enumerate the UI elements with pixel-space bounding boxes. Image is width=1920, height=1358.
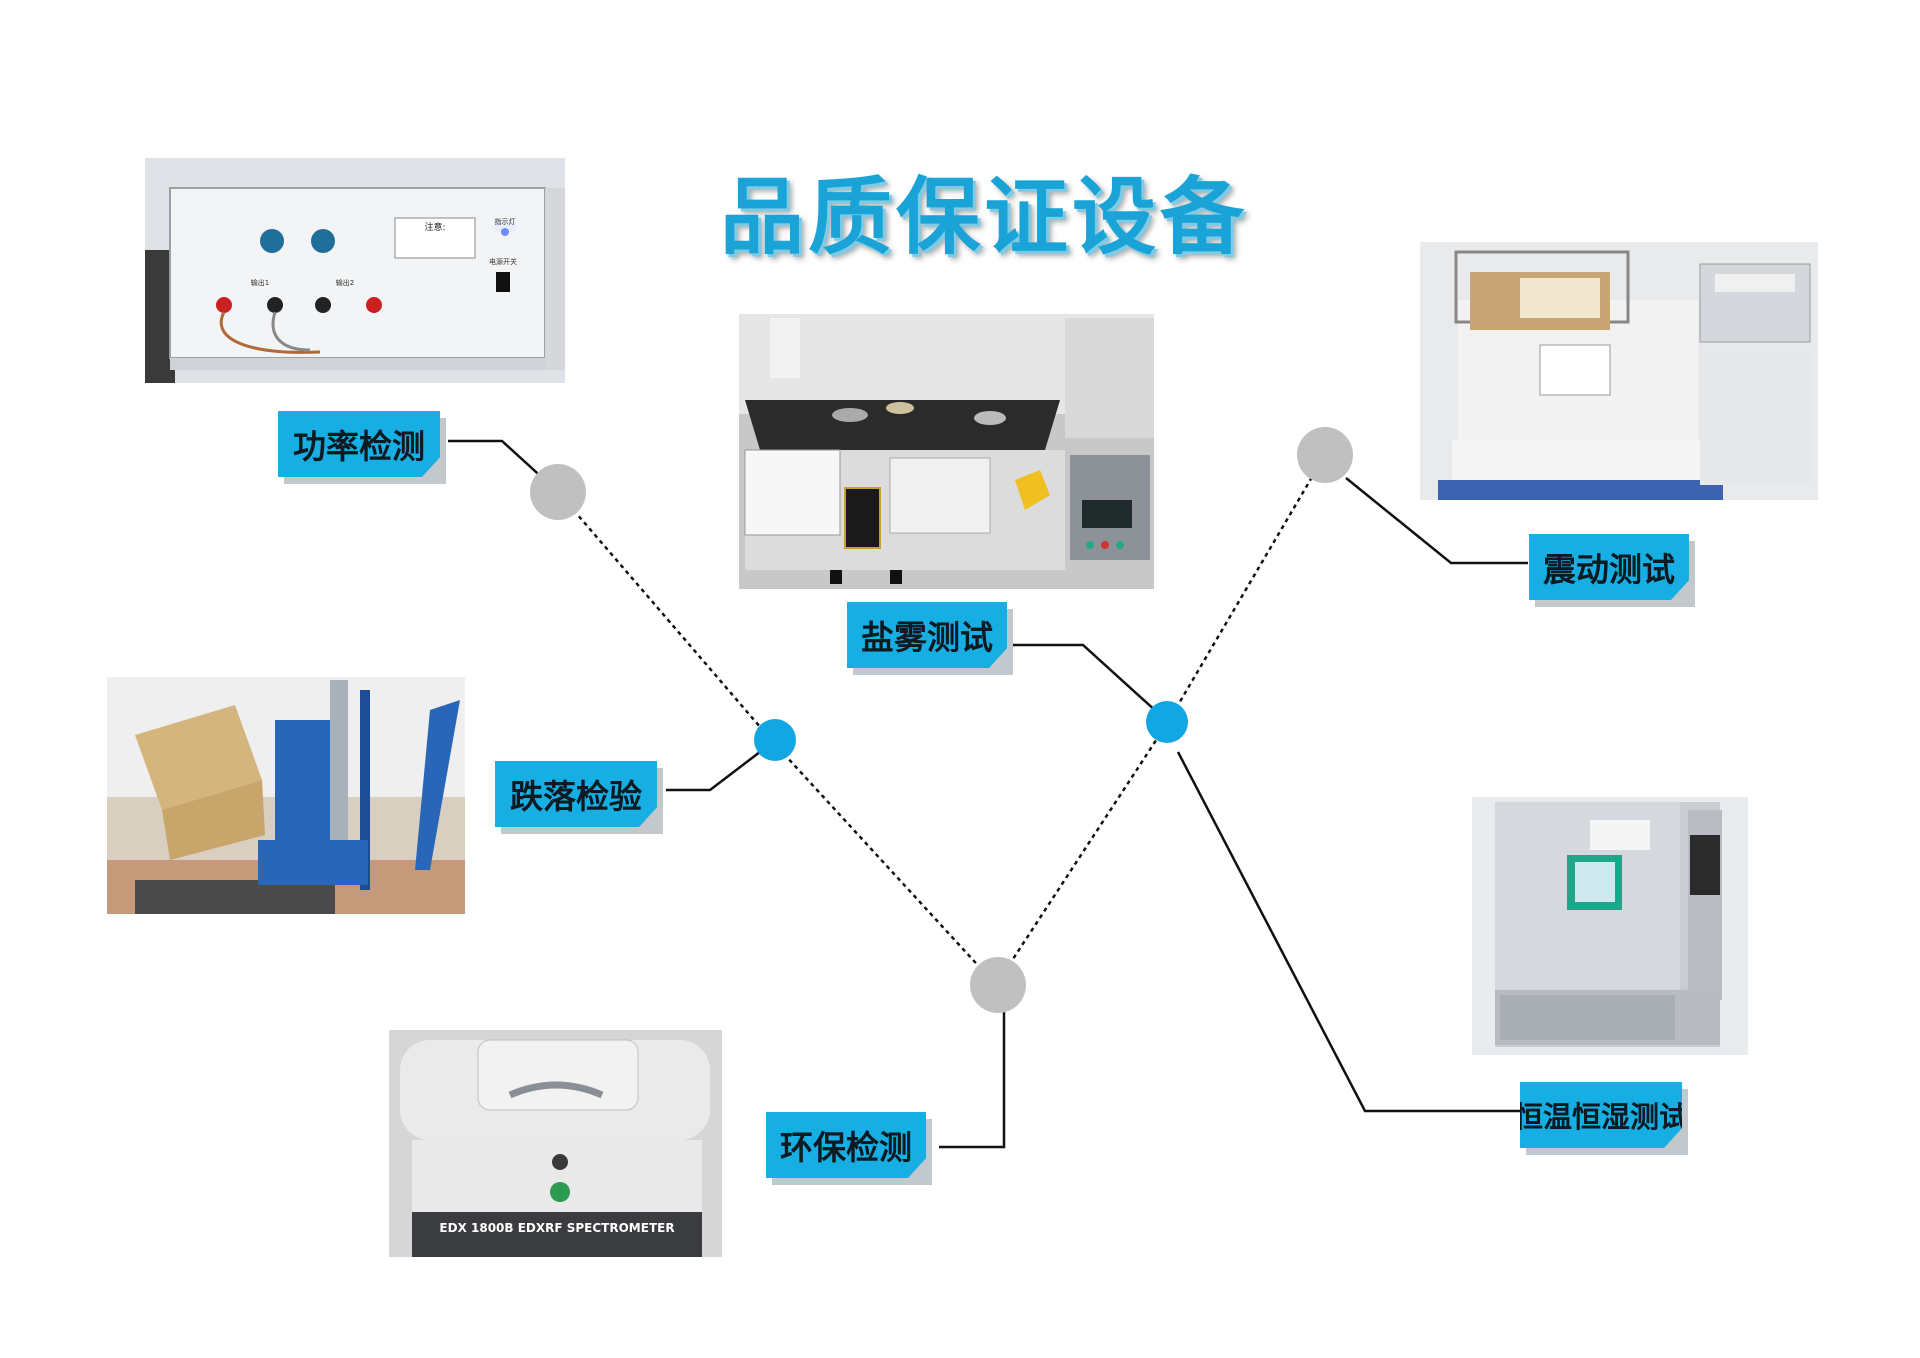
terminal-red-icon bbox=[366, 297, 382, 313]
power-out2-label: 输出2 bbox=[336, 278, 354, 287]
warning-symbol-icon bbox=[552, 1154, 568, 1170]
node-blue-salt bbox=[1146, 701, 1188, 743]
connector-humidity bbox=[1176, 751, 1527, 1113]
terminal-black-icon bbox=[315, 297, 331, 313]
vibration-tester-photo bbox=[1420, 242, 1818, 500]
power-out1-label: 输出1 bbox=[251, 278, 269, 287]
power-switch-label: 电源开关 bbox=[489, 257, 517, 266]
label-vibration-test: 震动测试 bbox=[1529, 534, 1689, 600]
node-blue-drop bbox=[754, 719, 796, 761]
power-test-box-photo: 注意: 指示灯 电源开关 输出1 输出2 bbox=[145, 158, 565, 383]
salt-spray-chamber-photo bbox=[739, 314, 1154, 589]
connector-vibration bbox=[1345, 477, 1528, 565]
connector-drop bbox=[666, 741, 774, 792]
label-constant-temp-humidity-test: 恒温恒湿测试 bbox=[1520, 1082, 1682, 1148]
page-title: 品质保证设备 bbox=[720, 168, 1249, 266]
knob-icon bbox=[260, 229, 284, 253]
label-power-test: 功率检测 bbox=[278, 411, 440, 477]
power-notice-title: 注意: bbox=[424, 221, 445, 233]
drop-tester-photo bbox=[107, 677, 465, 914]
label-salt-spray-test: 盐雾测试 bbox=[847, 602, 1007, 668]
connector-salt bbox=[1012, 643, 1169, 723]
knob-icon bbox=[311, 229, 335, 253]
terminal-red-icon bbox=[216, 297, 232, 313]
power-indicator-label: 指示灯 bbox=[495, 217, 516, 226]
climate-chamber-photo bbox=[1472, 797, 1748, 1055]
node-gray-power bbox=[530, 464, 586, 520]
dotted-segment bbox=[772, 741, 997, 986]
connector-env bbox=[939, 985, 1006, 1149]
dotted-segment bbox=[1166, 454, 1327, 723]
label-environmental-test: 环保检测 bbox=[766, 1112, 926, 1178]
connector-lines bbox=[448, 439, 1528, 1149]
dotted-segment bbox=[557, 491, 774, 743]
green-button-icon bbox=[550, 1182, 570, 1202]
terminal-black-icon bbox=[267, 297, 283, 313]
node-gray-vibration bbox=[1297, 427, 1353, 483]
node-gray-env bbox=[970, 957, 1026, 1013]
zigzag-dotted-path bbox=[557, 454, 1327, 986]
indicator-light-icon bbox=[501, 228, 509, 236]
dotted-segment bbox=[994, 721, 1170, 986]
label-drop-test: 跌落检验 bbox=[495, 761, 657, 827]
edx-model-label: EDX 1800B EDXRF SPECTROMETER bbox=[439, 1221, 674, 1235]
edx-spectrometer-photo: EDX 1800B EDXRF SPECTROMETER bbox=[389, 1030, 722, 1257]
